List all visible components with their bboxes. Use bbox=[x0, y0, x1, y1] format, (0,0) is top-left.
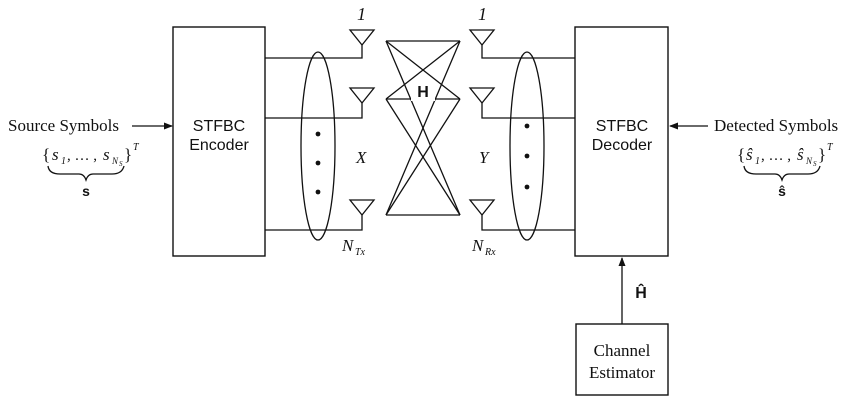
estimator-subtitle: Estimator bbox=[589, 363, 655, 382]
rx-antenna-n bbox=[468, 199, 496, 217]
mimo-channel-paths bbox=[385, 40, 461, 216]
rx-antenna-index-top: 1 bbox=[478, 4, 487, 24]
decoder-title: STFBC bbox=[596, 118, 648, 135]
detected-vector-label: ŝ bbox=[778, 183, 786, 199]
estimator-title: Channel bbox=[594, 341, 651, 360]
source-set-separator: , … , bbox=[67, 148, 97, 164]
stfbc-encoder-box bbox=[172, 26, 266, 257]
source-set-open-brace: { bbox=[42, 145, 50, 164]
detected-set-first-subscript: 1 bbox=[755, 156, 760, 167]
tx-feed-lines bbox=[265, 45, 363, 231]
tx-dot-1 bbox=[315, 131, 321, 137]
source-vector-label: s bbox=[82, 183, 90, 199]
rx-antenna-1 bbox=[468, 29, 496, 47]
tx-antenna-index-top: 1 bbox=[357, 4, 366, 24]
source-set-transpose: T bbox=[133, 142, 140, 153]
tx-antenna-count-sub: Tx bbox=[355, 247, 366, 258]
rx-antenna-count-sub: Rx bbox=[484, 247, 496, 258]
rx-dot-2 bbox=[524, 153, 530, 159]
tx-dot-2 bbox=[315, 160, 321, 166]
detected-symbols-label: Detected Symbols bbox=[714, 116, 838, 135]
channel-matrix-label: H bbox=[417, 84, 429, 101]
tx-signal-label: X bbox=[355, 148, 367, 167]
rx-dot-3 bbox=[524, 184, 530, 190]
rx-antenna-count: N bbox=[471, 236, 485, 255]
tx-antenna-count: N bbox=[341, 236, 355, 255]
detected-set-last-subscript: N bbox=[805, 156, 813, 166]
tx-feed-line-1 bbox=[265, 45, 363, 59]
channel-estimate-label: Ĥ bbox=[635, 283, 647, 302]
source-set-first-symbol: s bbox=[52, 145, 59, 164]
source-underbrace bbox=[47, 165, 125, 183]
source-set-last-subscript-sub: S bbox=[119, 160, 123, 168]
source-symbol-set: { s 1 , … , s N S } T bbox=[42, 142, 140, 168]
source-set-first-subscript: 1 bbox=[61, 156, 66, 167]
rx-feed-line-2 bbox=[481, 103, 575, 119]
tx-feed-line-n bbox=[265, 215, 363, 231]
rx-dot-1 bbox=[524, 123, 530, 129]
detected-set-last-subscript-sub: S bbox=[813, 160, 817, 168]
detected-set-last-symbol: ŝ bbox=[797, 145, 804, 164]
source-set-last-symbol: s bbox=[103, 145, 110, 164]
source-symbols-label: Source Symbols bbox=[8, 116, 119, 135]
detected-underbrace bbox=[743, 165, 821, 183]
tx-antenna-1 bbox=[348, 29, 376, 47]
source-set-last-subscript: N bbox=[111, 156, 119, 166]
decoder-subtitle: Decoder bbox=[592, 137, 653, 154]
detected-symbol-set: { ŝ 1 , … , ŝ N S } T bbox=[737, 142, 834, 168]
rx-antenna-2 bbox=[468, 87, 496, 105]
channel-label-backdrop bbox=[411, 81, 435, 101]
tx-antenna-group-ellipse bbox=[300, 51, 336, 241]
rx-feed-line-1 bbox=[481, 45, 575, 59]
rx-signal-label: Y bbox=[479, 148, 490, 167]
detected-set-separator: , … , bbox=[761, 148, 791, 164]
detected-set-transpose: T bbox=[827, 142, 834, 153]
encoder-subtitle: Encoder bbox=[189, 137, 249, 154]
tx-feed-line-2 bbox=[265, 103, 363, 119]
rx-feed-lines bbox=[481, 45, 575, 231]
detected-set-close-brace: } bbox=[818, 145, 826, 164]
detected-set-open-brace: { bbox=[737, 145, 745, 164]
detected-set-first-symbol: ŝ bbox=[746, 145, 753, 164]
encoder-title: STFBC bbox=[193, 118, 245, 135]
rx-feed-line-n bbox=[481, 215, 575, 231]
tx-antenna-n bbox=[348, 199, 376, 217]
source-set-close-brace: } bbox=[124, 145, 132, 164]
tx-antenna-2 bbox=[348, 87, 376, 105]
stfbc-decoder-box bbox=[574, 26, 669, 257]
tx-dot-3 bbox=[315, 189, 321, 195]
rx-antenna-group-ellipse bbox=[509, 51, 545, 241]
